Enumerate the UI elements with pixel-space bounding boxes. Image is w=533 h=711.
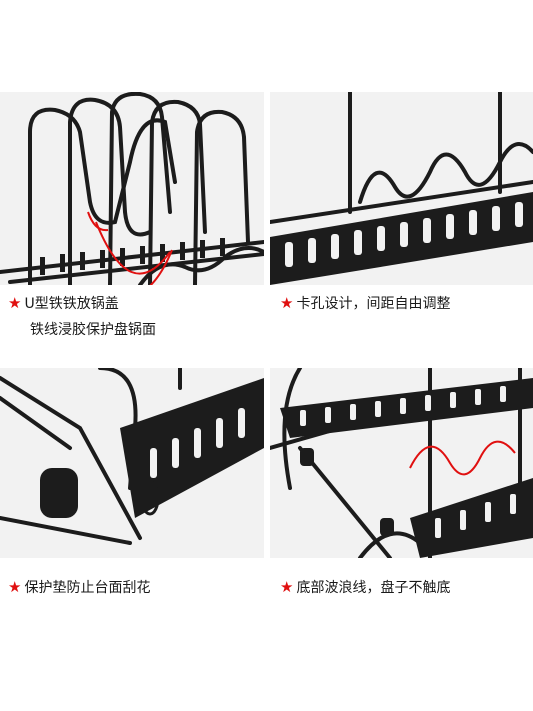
product-photo-protective-pad (0, 368, 264, 558)
caption-u-hook: ★U型铁铁放锅盖 铁线浸胶保护盘锅面 (8, 294, 156, 339)
star-icon: ★ (8, 578, 22, 596)
caption-wave-bottom: ★底部波浪线，盘子不触底 (280, 578, 450, 597)
caption-line: 底部波浪线，盘子不触底 (296, 580, 451, 596)
product-photo-card-slots (270, 92, 533, 285)
product-photo-u-hook (0, 92, 264, 285)
protective-pad (40, 468, 78, 518)
caption-line: 保护垫防止台面刮花 (24, 580, 151, 596)
star-icon: ★ (280, 294, 294, 312)
rack-u-hook-illustration (0, 92, 264, 285)
caption-card-slots: ★卡孔设计，间距自由调整 (280, 294, 450, 313)
star-icon: ★ (280, 578, 294, 596)
rack-protective-pad-illustration (0, 368, 264, 545)
caption-line: U型铁铁放锅盖 (24, 296, 119, 312)
caption-line: 卡孔设计，间距自由调整 (296, 296, 451, 312)
rack-wave-bottom-illustration (270, 368, 533, 558)
product-photo-wave-bottom (270, 368, 533, 558)
star-icon: ★ (8, 294, 22, 312)
caption-line: 铁线浸胶保护盘锅面 (30, 322, 156, 338)
caption-protective-pad: ★保护垫防止台面刮花 (8, 578, 150, 597)
rack-card-slots-illustration (270, 92, 533, 285)
